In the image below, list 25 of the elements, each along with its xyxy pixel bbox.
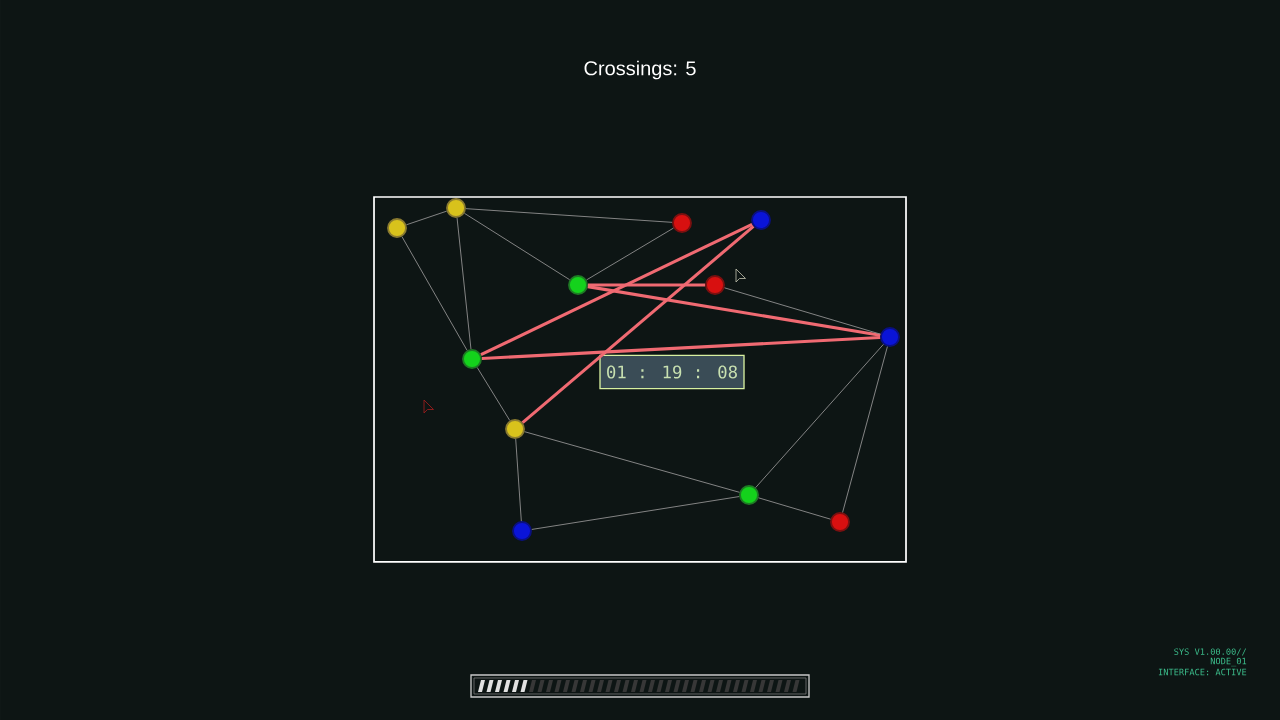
graph-node [751,210,771,230]
connection-line [842,346,888,513]
title: Crossings: 5 [584,60,696,80]
status-text: NODE_01 [1210,657,1247,667]
connection-line [405,210,448,226]
timer-display: 01 : 19 : 08 [599,354,745,390]
connection-line [456,217,472,350]
connection-line [476,367,511,421]
connection-line [586,227,674,281]
connection-line [481,336,881,360]
connection-line [724,287,881,335]
connection-line [515,438,522,522]
connection-line [587,283,706,287]
connection-line [401,236,468,351]
connection-line [755,343,884,489]
connection-line [521,225,755,424]
connection-line [758,497,831,520]
connection-line [480,222,753,357]
status-text: INTERFACE: ACTIVE [1158,668,1247,676]
status-text: SYS V1.00.00// [1174,648,1247,656]
connection-line [524,431,740,493]
connection-line [465,208,673,223]
connection-line [531,496,740,530]
connection-line [587,285,881,337]
connection-line [463,212,571,281]
